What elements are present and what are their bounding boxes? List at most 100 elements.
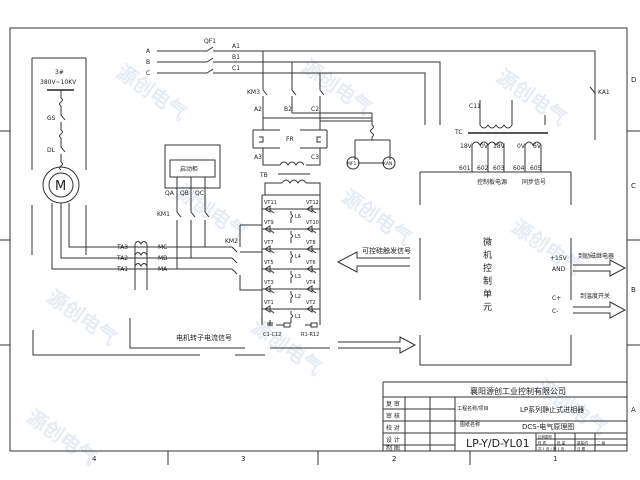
output-label: QC [195, 190, 204, 197]
meta-label: 共 1 页 / 第 1 页 [538, 446, 565, 451]
tc-label: TC [454, 129, 463, 136]
project-label: 工程名称/项目 [457, 405, 489, 412]
output-label: QA [165, 190, 175, 197]
phase-label: B [146, 59, 150, 66]
frame: 4 3 2 1 D C B A [0, 27, 640, 465]
motor-symbol: M [55, 179, 66, 194]
c11-label: C11 [469, 103, 481, 110]
thyristor-label: VT5 [264, 260, 274, 266]
transformer-label: TB [259, 172, 268, 179]
inductor-label: L4 [295, 254, 301, 260]
contactor-label: KM1 [157, 211, 170, 218]
controller-char: 元 [483, 303, 492, 313]
fan-label: MF1 [347, 161, 356, 167]
role-label: 设 计 [386, 436, 400, 444]
controller-char: 机 [483, 249, 492, 261]
trigger-label: 可控硅触发信号 [362, 246, 411, 255]
role-label: 制 图 [386, 444, 400, 452]
thyristor-label: VT12 [306, 200, 319, 206]
phase-label: A [146, 48, 151, 55]
rotor-current-arrow [32, 318, 417, 356]
thyristor-label: VT4 [306, 280, 316, 286]
column-label: 3 [241, 455, 245, 463]
watermark: 源创电气 [337, 184, 416, 250]
signals: 可控硅触发信号 电机转子电流信号 [32, 246, 417, 356]
tap-label: 6V [533, 143, 542, 150]
thyristor-label: VT10 [306, 220, 319, 226]
source-label: 3# [55, 69, 64, 76]
starter-title: 启动柜 [180, 165, 198, 173]
phase-label: C [146, 70, 150, 77]
temp-label: 到温度开关 [580, 292, 610, 300]
excitation-arrow [573, 259, 627, 277]
group-label: 同步信号 [522, 178, 546, 186]
inductor-label: L6 [295, 214, 301, 220]
breaker-label: QF1 [204, 38, 216, 45]
row-label: C [631, 182, 636, 190]
role-label: 校 对 [386, 424, 400, 432]
watermark: 源创电气 [42, 284, 121, 350]
watermark: 源创电气 [247, 314, 326, 380]
thyristor-label: VT9 [264, 220, 274, 226]
thyristor-label: VT11 [264, 200, 277, 206]
column-label: 2 [392, 455, 396, 463]
company-name: 襄阳源创工业控制有限公司 [470, 386, 566, 396]
meta-label: 二 级 [597, 440, 606, 445]
terminal-label: 603 [493, 165, 505, 172]
meta-label: 材 质 [538, 440, 547, 445]
inductor-label: L1 [295, 314, 301, 320]
terminal-label: 605 [530, 165, 542, 172]
tap-label: 18V [460, 143, 473, 150]
thyristor-label: VT2 [306, 300, 316, 306]
watermark: 源创电气 [297, 54, 376, 120]
meta-label: 日 期 [577, 446, 586, 451]
inductor-label: L5 [295, 234, 301, 240]
line-label: C1 [232, 65, 240, 72]
thyristor-label: VT6 [306, 260, 316, 266]
power-input: A B C QF1 A1 B1 C1 KM3 A2 B2 C2 MF1 KAN … [146, 38, 610, 195]
role-label: 审 核 [386, 412, 400, 420]
terminal-label: 602 [477, 165, 489, 172]
line-label: A3 [254, 154, 262, 161]
tap-label: 18V [493, 143, 506, 150]
ct-label: TA2 [116, 255, 128, 262]
thyristor-label: VT3 [264, 280, 274, 286]
watermark: 源创电气 [492, 64, 571, 130]
line-label: C2 [311, 106, 319, 113]
line-label: B1 [232, 54, 240, 61]
controller-char: 微 [483, 236, 492, 248]
row-label: A [631, 406, 636, 414]
capacitor-label: C1-C12 [263, 332, 281, 338]
column-label: 1 [553, 455, 557, 463]
controller-char: 控 [483, 262, 492, 274]
line-label: MC [158, 244, 167, 251]
drawing-number: LP-Y/D-YL01 [466, 437, 530, 450]
drawing-label: 图纸名称 [460, 421, 480, 428]
fan-label: KAN [383, 161, 392, 167]
ct-label: TA1 [116, 266, 128, 273]
meta-label: 重量/件 [577, 440, 589, 445]
temp-arrow [573, 301, 627, 319]
watermark: 源创电气 [507, 214, 586, 280]
group-label: 控制板电源 [477, 178, 507, 186]
pin-label: +15V [550, 255, 568, 262]
inductor-label: L3 [295, 274, 301, 280]
rotor-current-label: 电机转子电流信号 [176, 333, 232, 342]
line-label: A2 [254, 106, 262, 113]
pin-label: AND [552, 266, 566, 273]
title-block: 襄阳源创工业控制有限公司 复 审 审 核 校 对 设 计 制 图 工程名称/项目… [382, 381, 627, 452]
controller-char: 制 [483, 275, 492, 287]
tc-transformer: TC 18V 0V 18V 0V 6V 601 602 603 604 605 … [454, 129, 548, 186]
inductor-label: L2 [295, 294, 301, 300]
pin-label: C- [552, 308, 558, 315]
line-label: A1 [232, 43, 240, 50]
voltage-label: 380V~10KV [40, 79, 77, 86]
meta-label: 比例图号 [538, 434, 552, 439]
relay-label: FR [286, 136, 294, 143]
trigger-arrow [336, 251, 410, 273]
tap-label: 0V [480, 143, 489, 150]
